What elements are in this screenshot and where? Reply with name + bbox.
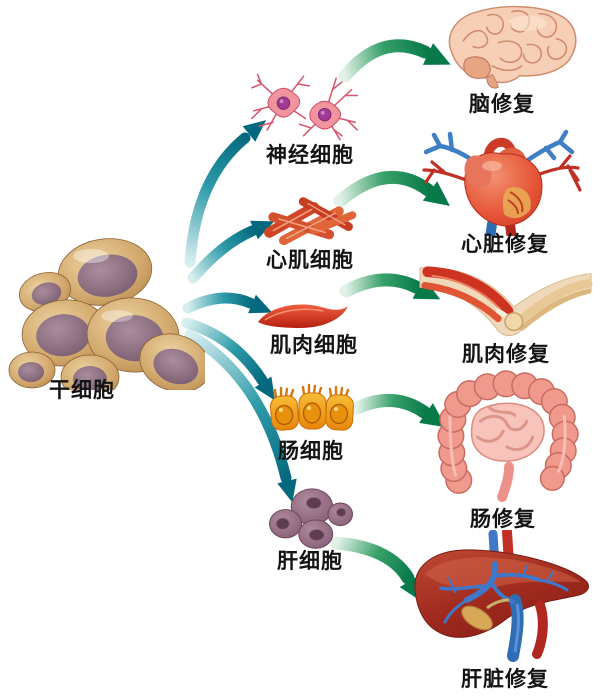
- heart-repair-label: 心脏修复: [461, 232, 549, 256]
- muscle-repair-label: 肌肉修复: [462, 342, 550, 366]
- stem-cell-cluster-icon: [8, 238, 205, 390]
- brain-icon: [448, 5, 577, 89]
- liver-repair-label: 肝脏修复: [461, 667, 549, 691]
- stem-cell-label: 干细胞: [49, 378, 115, 402]
- intestine-repair-label: 肠修复: [470, 507, 536, 531]
- arrow-nerve-to-brain: [338, 39, 451, 83]
- liver-icon: [414, 530, 589, 662]
- intestinal-cells-icon: [270, 383, 354, 431]
- brain-repair-label: 脑修复: [469, 92, 535, 116]
- cardiac-cell-label: 心肌细胞: [266, 248, 354, 272]
- arrow-stem-to-liver: [184, 329, 297, 503]
- intestine-icon: [437, 370, 579, 503]
- liver-cells-icon: [269, 488, 353, 549]
- arrow-stem-to-intestine: [181, 317, 275, 401]
- cardiac-muscle-cells-icon: [264, 197, 357, 246]
- arrow-stem-to-muscle: [182, 292, 273, 314]
- liver-cell-label: 肝细胞: [277, 549, 343, 573]
- neuron-cells-icon: [251, 73, 359, 141]
- heart-icon: [422, 129, 582, 236]
- arrow-stem-to-cardiac: [187, 220, 275, 284]
- muscle-cell-icon: [258, 304, 348, 328]
- arrow-cardiac-to-heart: [333, 170, 450, 208]
- muscle-cell-label: 肌肉细胞: [270, 333, 358, 357]
- arm-muscle-icon: [419, 266, 593, 337]
- nerve-cell-label: 神经细胞: [266, 143, 354, 167]
- intestine-cell-label: 肠细胞: [278, 439, 344, 463]
